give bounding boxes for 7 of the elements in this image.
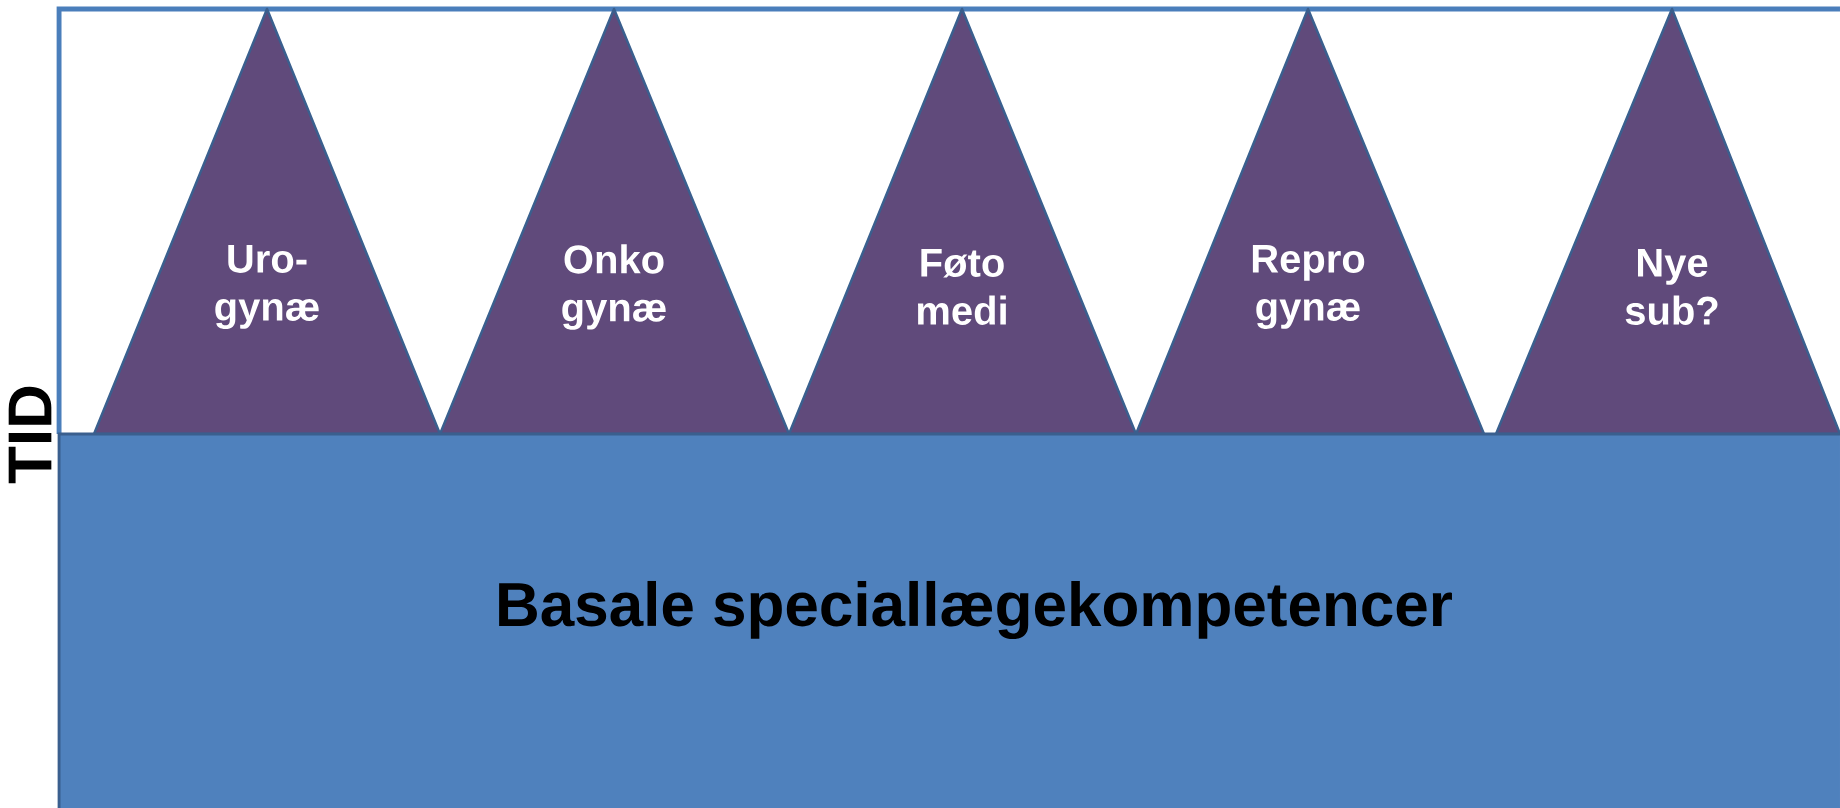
triangle: Nye sub? (1494, 7, 1840, 436)
base-box: Basale speciallægekompetencer (57, 432, 1840, 808)
triangle: Uro- gynæ (92, 7, 442, 436)
triangle: Onko gynæ (438, 7, 791, 436)
axis-label: TID (8, 386, 52, 484)
triangle: Repro gynæ (1134, 7, 1486, 436)
triangle: Føto medi (787, 7, 1138, 436)
